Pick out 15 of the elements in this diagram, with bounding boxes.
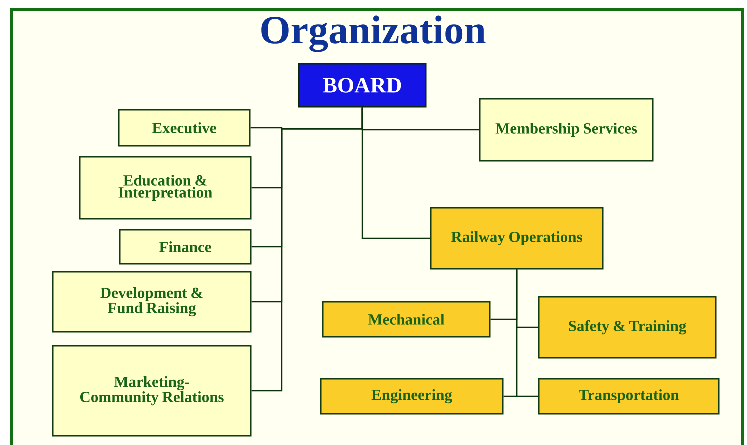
- department-box: Railway Operations: [430, 207, 604, 270]
- department-box: Mechanical: [322, 301, 491, 338]
- connector-line: [515, 270, 538, 398]
- connector-line: [252, 108, 364, 392]
- department-box: Education & Interpretation: [79, 156, 252, 220]
- department-box: Engineering: [320, 378, 504, 415]
- department-box: Finance: [119, 229, 252, 265]
- department-box: Development & Fund Raising: [52, 271, 252, 333]
- department-box: Membership Services: [479, 98, 654, 162]
- board-box: BOARD: [298, 63, 427, 108]
- title: Organization: [262, 16, 486, 52]
- department-box: Marketing-Community Relations: [52, 345, 252, 437]
- department-box: Transportation: [538, 378, 720, 415]
- department-box: Executive: [118, 109, 251, 147]
- department-box: Safety & Training: [538, 296, 717, 359]
